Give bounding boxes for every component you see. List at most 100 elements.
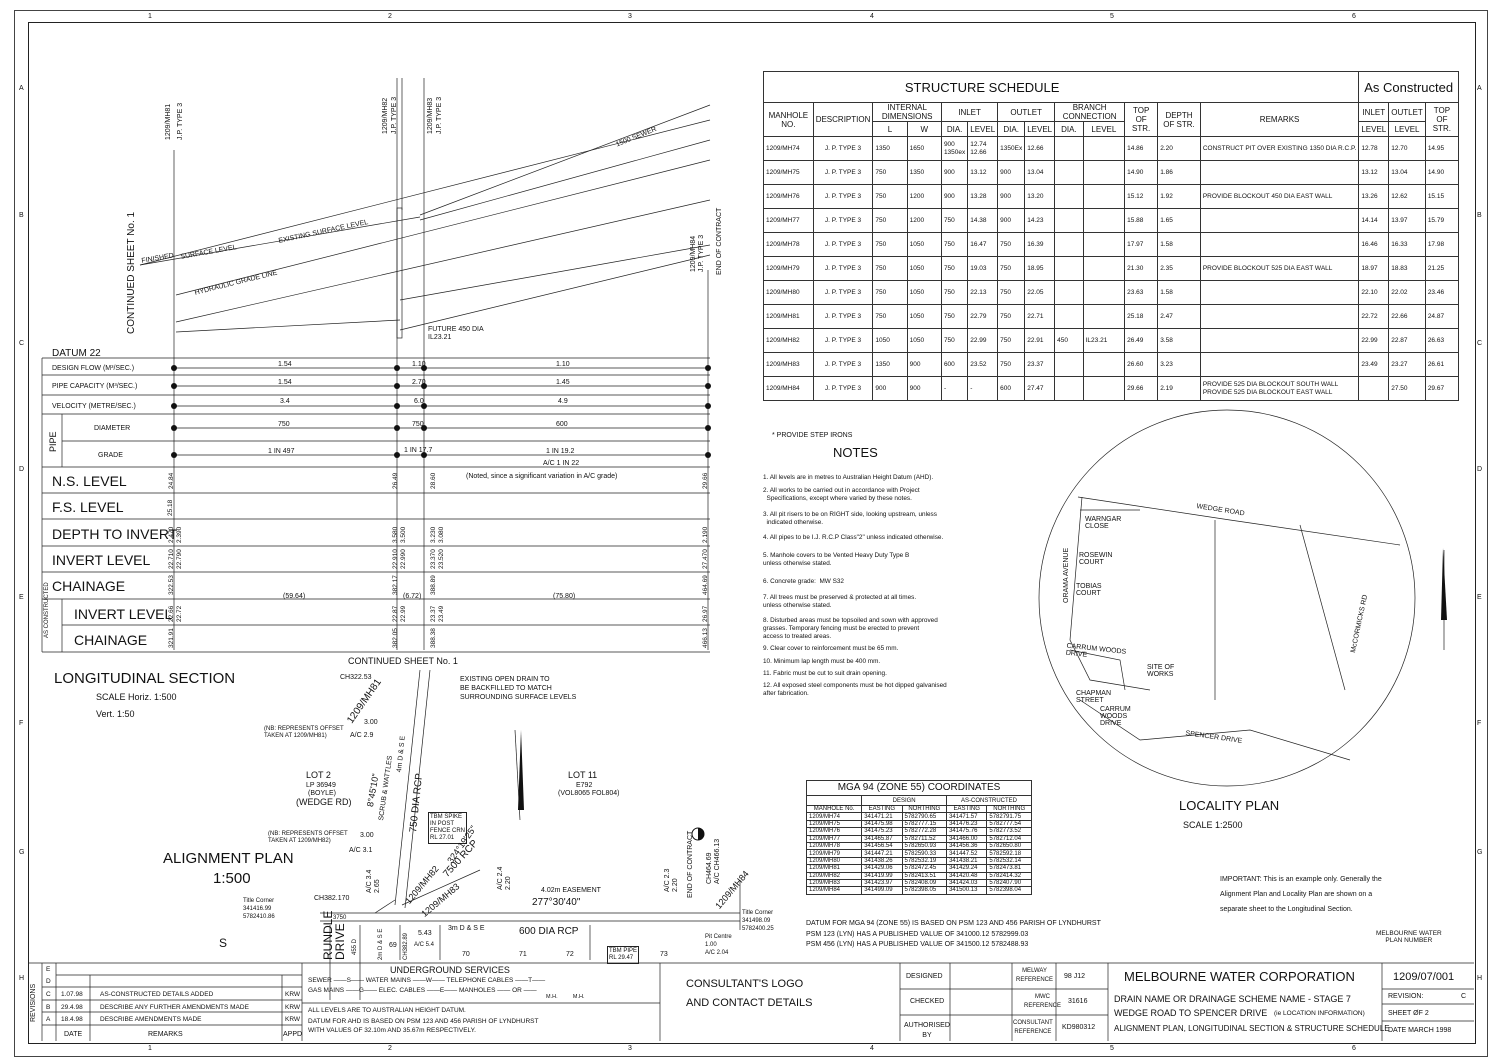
grid-row-left-H: H — [19, 975, 25, 982]
tb-corporation: MELBOURNE WATER CORPORATION — [1124, 969, 1355, 984]
vlabel-chainage-1: 382.17 — [392, 575, 399, 595]
schedule-cell: 23.52 — [967, 352, 999, 377]
chainage-seg1: (59.64) — [283, 593, 306, 600]
note-8: 8. Disturbed areas must be topsoiled and… — [763, 617, 938, 640]
schedule-cell: 1350 — [872, 136, 908, 161]
grid-col-bottom-4: 4 — [870, 1045, 874, 1052]
tb-description: ALIGNMENT PLAN, LONGITUDINAL SECTION & S… — [1114, 1024, 1390, 1033]
schedule-cell: 1209/MH77 — [763, 208, 814, 233]
services-datum-2: WITH VALUES OF 32.10m AND 35.67m RESPECT… — [308, 1027, 476, 1034]
velocity-v2: 6.0 — [414, 398, 424, 405]
schedule-cell: 750 — [872, 280, 908, 305]
schedule-cell — [1082, 208, 1126, 233]
schedule-cell: 750 — [872, 160, 908, 185]
schedule-cell: 22.66 — [1388, 304, 1426, 329]
vlabel-ac_chainage-3: 466.13 — [702, 628, 709, 648]
plan-lot-70: 70 — [462, 951, 470, 958]
plan-ac23: A/C 2.3 2.20 — [664, 868, 679, 892]
schedule-cell: 22.10 — [1358, 280, 1390, 305]
tb-designed: DESIGNED — [906, 973, 943, 980]
schedule-cell: 900 — [997, 208, 1026, 233]
schedule-cell: 750 — [872, 232, 908, 257]
mga-head-0: MANHOLE No. — [805, 804, 863, 814]
mga-cell: 5782592.18 — [986, 849, 1032, 858]
schedule-cell: J. P. TYPE 3 — [812, 352, 874, 377]
grid-col-top-4: 4 — [870, 13, 874, 20]
chainage-label: CHAINAGE — [52, 578, 126, 594]
grid-row-right-A: A — [1477, 85, 1482, 92]
grid-row-right-C: C — [1477, 340, 1483, 347]
mga-cell: 1209/MH75 — [805, 819, 863, 829]
tb-mwc: MWC REFERENCE — [1024, 994, 1062, 1009]
mga-cell: 5782414.32 — [986, 871, 1032, 880]
schedule-cell: 16.46 — [1358, 232, 1390, 257]
as-constructed-label: AS CONSTRUCTED — [44, 582, 50, 638]
schedule-cell: 13.97 — [1388, 208, 1426, 233]
schedule-cell: 27.50 — [1388, 376, 1426, 401]
plan-lot-69: 69 — [389, 942, 397, 949]
mga-cell: 341499.09 — [861, 886, 903, 895]
schedule-cell: PROVIDE 525 DIA BLOCKOUT SOUTH WALL PROV… — [1199, 376, 1360, 401]
services-datum-1: DATUM FOR AHD IS BASED ON PSM 123 AND 45… — [308, 1018, 539, 1025]
sub-head-4: DIA. — [997, 121, 1026, 137]
mga-cell: 5782773.52 — [986, 827, 1032, 836]
schedule-cell: 750 — [872, 256, 908, 281]
vlabel-fs-0: 25.18 — [167, 499, 174, 516]
schedule-cell: 1350 — [872, 352, 908, 377]
mga-cell: 341423.97 — [861, 878, 903, 888]
schedule-cell: 21.25 — [1424, 256, 1460, 281]
schedule-cell: 900 — [906, 376, 942, 401]
mga-cell: 341475.23 — [861, 827, 903, 836]
mh84-type: J.P. TYPE 3 — [698, 234, 705, 272]
grid-col-top-2: 2 — [388, 13, 392, 20]
grid-row-right-B: B — [1477, 212, 1482, 219]
future-label: FUTURE 450 DIA — [428, 326, 484, 333]
mga-cell: 1209/MH84 — [805, 886, 863, 895]
schedule-cell: 14.95 — [1424, 136, 1460, 161]
schedule-cell: 27.47 — [1024, 376, 1056, 401]
schedule-cell: J. P. TYPE 3 — [812, 232, 874, 257]
schedule-cell: 16.39 — [1024, 232, 1056, 257]
tb-mwc-value: 31616 — [1068, 998, 1088, 1005]
mga-head-2: NORTHING — [901, 804, 948, 814]
diameter-v3: 600 — [556, 421, 568, 428]
schedule-cell: 1050 — [906, 280, 942, 305]
schedule-cell: 18.97 — [1358, 256, 1390, 281]
plan-pit-centre: Pit Centre 1.00 A/C 2.04 — [705, 934, 732, 956]
schedule-cell: 1209/MH80 — [763, 280, 814, 305]
plan-ch382: CH382.170 — [314, 895, 350, 902]
schedule-cell: 1050 — [906, 256, 942, 281]
schedule-cell: 2.19 — [1157, 376, 1201, 401]
rev-letter-4: A — [46, 1016, 51, 1023]
rev-desc-3: DESCRIBE ANY FURTHER AMENDMENTS MADE — [100, 1004, 249, 1011]
ac-invert-label: INVERT LEVEL — [74, 606, 173, 622]
schedule-cell: 750 — [872, 304, 908, 329]
tb-plan-number: 1209/07/001 — [1393, 971, 1455, 983]
vlabel-invert-3: 27.470 — [702, 549, 709, 569]
sub-head-7: LEVEL — [1082, 121, 1126, 137]
schedule-cell: 12.74 12.66 — [967, 136, 999, 161]
schedule-cell: 1209/MH79 — [763, 256, 814, 281]
schedule-title: STRUCTURE SCHEDULE — [763, 71, 1201, 103]
tb-revision-value: C — [1461, 993, 1467, 1000]
vlabel-ac_invert-2: 23.37 23.49 — [430, 605, 445, 622]
plan-tbm2: TBM PIPE RL 29.47 — [607, 946, 640, 964]
plan-ac54: A/C 5.4 — [414, 942, 435, 948]
schedule-cell — [1054, 160, 1084, 185]
vlabel-ns-1: 26.49 — [392, 472, 399, 489]
schedule-cell — [1054, 352, 1084, 377]
schedule-cell — [1199, 232, 1360, 257]
vlabel-invert-1: 22.910 22.990 — [392, 549, 407, 569]
note-3: 3. All pit risers to be on RIGHT side, l… — [763, 511, 937, 526]
grid-col-top-1: 1 — [148, 13, 152, 20]
rev-appd-3: KRW — [285, 1004, 301, 1011]
mga-head-4: NORTHING — [986, 804, 1032, 814]
plan-lot-71: 71 — [519, 951, 527, 958]
